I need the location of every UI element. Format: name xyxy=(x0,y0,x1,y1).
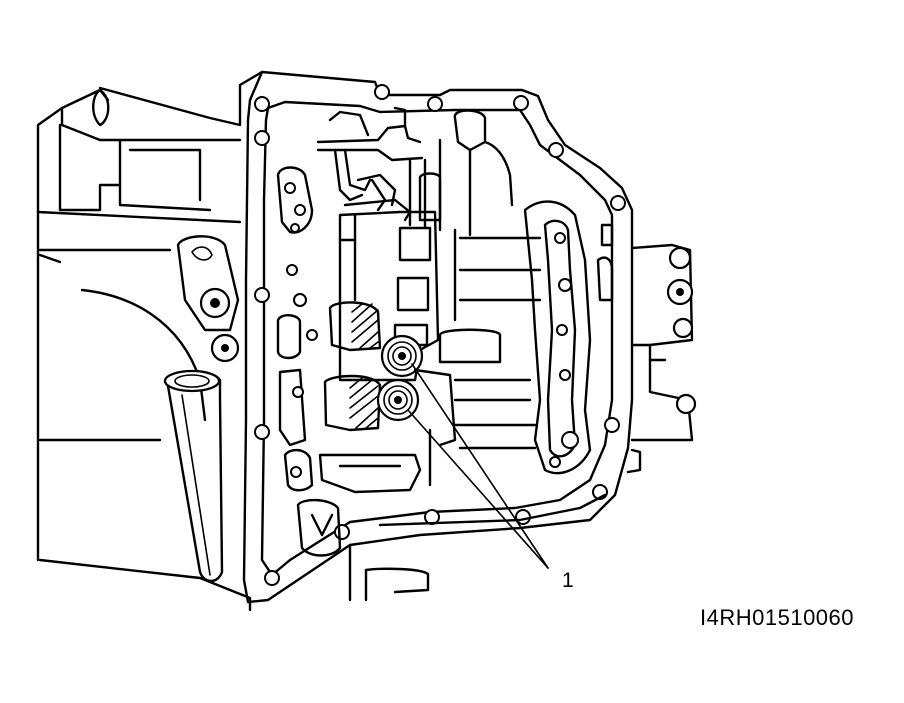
bolt-icon xyxy=(675,393,697,415)
callout-label: 1 xyxy=(562,569,574,592)
check-ball-upper xyxy=(380,334,424,378)
bolt-head-icon xyxy=(676,288,684,296)
figure-code: I4RH01510060 xyxy=(700,605,855,630)
upper-valve-body xyxy=(408,109,542,322)
bolt-head-icon xyxy=(221,344,229,352)
callout-leaders xyxy=(407,363,549,569)
case-flange xyxy=(242,70,634,604)
right-passages xyxy=(523,200,614,475)
bolt-icon xyxy=(668,246,692,270)
lower-case-edge xyxy=(348,493,607,602)
wiring-harness xyxy=(316,106,424,222)
right-bracket xyxy=(626,243,697,474)
hatched-sections xyxy=(323,301,382,432)
flange-bolt-holes xyxy=(254,84,626,586)
lower-valve-body xyxy=(318,328,537,494)
left-bracket xyxy=(176,235,240,363)
bolt-head-icon xyxy=(210,298,220,308)
bolt-icon xyxy=(672,317,694,339)
dipstick-tube xyxy=(163,369,224,583)
left-passages xyxy=(276,166,342,557)
central-valve-body xyxy=(338,210,440,382)
